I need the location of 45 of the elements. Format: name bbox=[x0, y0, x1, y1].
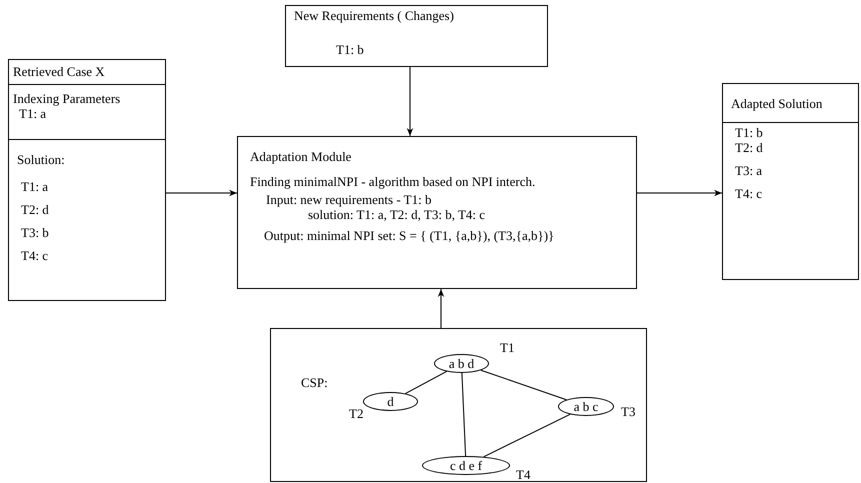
box-text: Adaptation Module bbox=[250, 149, 352, 164]
connector-line bbox=[404, 370, 448, 394]
box-text: T2: d bbox=[20, 202, 49, 217]
box-text: Adapted Solution bbox=[731, 96, 822, 111]
node-label: T2 bbox=[349, 407, 364, 420]
arrow bbox=[438, 288, 444, 328]
box-text: Retrieved Case X bbox=[13, 64, 105, 79]
node-text: a b d bbox=[448, 357, 474, 370]
ellipse-node bbox=[363, 392, 418, 411]
node-text: d bbox=[387, 395, 394, 408]
node-label: T3 bbox=[621, 405, 636, 418]
node-label: T4 bbox=[516, 468, 530, 481]
process-box bbox=[722, 83, 859, 280]
arrow bbox=[636, 190, 722, 196]
box-text: Solution: bbox=[17, 152, 65, 167]
box-text: T1: a bbox=[20, 179, 48, 194]
ellipse-node bbox=[434, 354, 489, 373]
arrow bbox=[406, 66, 414, 136]
box-text: T1: a bbox=[18, 106, 46, 121]
box-text: CSP: bbox=[301, 375, 328, 390]
connector-line bbox=[461, 372, 466, 456]
node-text: c d e f bbox=[450, 459, 482, 472]
box-text: Input: new requirements - T1: b bbox=[265, 192, 432, 207]
node-label: T1 bbox=[500, 341, 514, 354]
box-text: T3: b bbox=[20, 225, 49, 240]
arrow bbox=[166, 190, 238, 196]
process-box bbox=[285, 5, 548, 67]
box-text: T1: b bbox=[735, 125, 763, 140]
box-text: T3: a bbox=[735, 163, 762, 178]
connector-line bbox=[480, 370, 567, 400]
process-box bbox=[8, 59, 166, 301]
box-text: solution: T1: a, T2: d, T3: b, T4: c bbox=[307, 207, 486, 222]
box-text: Indexing Parameters bbox=[13, 91, 120, 106]
box-text: T1: b bbox=[335, 42, 364, 57]
box-text: T4: c bbox=[20, 248, 48, 263]
ellipse-node bbox=[558, 397, 614, 416]
box-text: Output: minimal NPI set: S = { (T1, {a,b}), (T3,{a,b})} bbox=[263, 228, 554, 243]
connector-line bbox=[483, 414, 571, 458]
process-box bbox=[237, 136, 637, 289]
box-text: New Requirements ( Changes) bbox=[294, 8, 454, 23]
box-text: T4: c bbox=[735, 186, 762, 201]
node-text: a b c bbox=[574, 400, 598, 413]
box-text: T2: d bbox=[735, 140, 763, 155]
box-text: Finding minimalNPI - algorithm based on NPI interch. bbox=[250, 174, 536, 189]
process-box bbox=[270, 328, 647, 482]
